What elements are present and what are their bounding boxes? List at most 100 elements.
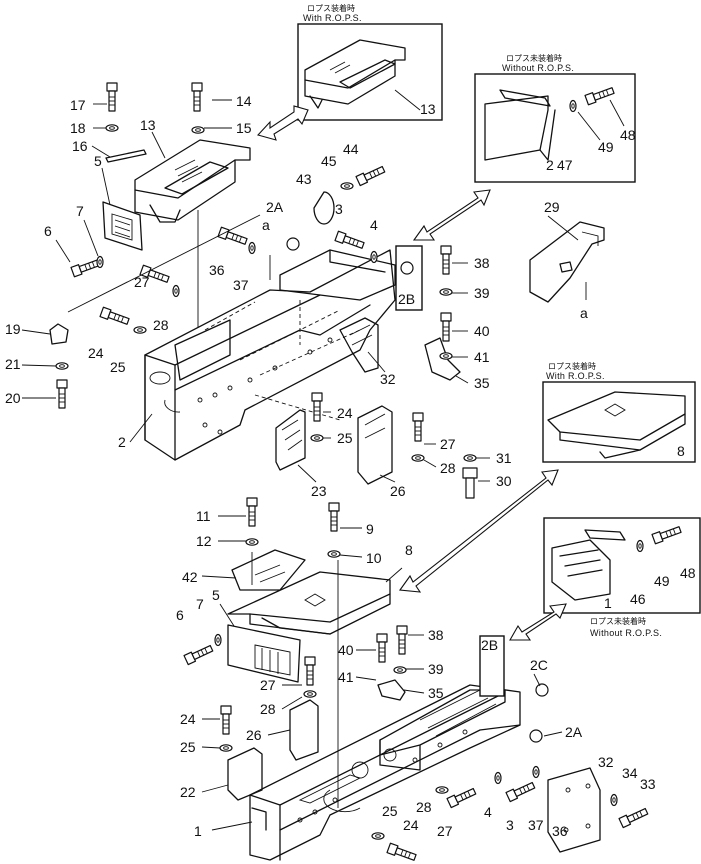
ref-2a-lower: 2A (565, 724, 583, 740)
lower-assembly (227, 549, 601, 861)
callout-25-mid: 25 (337, 430, 353, 446)
callout-45: 45 (321, 153, 337, 169)
callout-29: 29 (544, 199, 560, 215)
callout-25-bottom: 25 (382, 803, 398, 819)
callout-7-lower: 7 (196, 596, 204, 612)
callout-32-upper: 32 (380, 371, 396, 387)
callout-9: 9 (366, 521, 374, 537)
callout-49-inset-2: 49 (654, 573, 670, 589)
callout-28-bottom: 28 (416, 799, 432, 815)
callout-2-inset: 2 (546, 157, 554, 173)
without-rops-note-jp-2: ロプス未装着時 (590, 616, 646, 626)
callout-48-inset: 48 (620, 127, 636, 143)
callout-22: 22 (180, 784, 196, 800)
callout-38-upper: 38 (474, 255, 490, 271)
callout-23: 23 (311, 483, 327, 499)
callout-28-lower: 28 (260, 701, 276, 717)
callout-49-inset: 49 (598, 139, 614, 155)
callout-8: 8 (405, 542, 413, 558)
callout-18: 18 (70, 120, 86, 136)
upper-fasteners (55, 82, 478, 499)
callout-19: 19 (5, 321, 21, 337)
callout-5: 5 (94, 153, 102, 169)
with-rops-inset-middle: ロプス装着時 With R.O.P.S. 8 (542, 361, 696, 463)
callout-37-upper: 37 (233, 277, 249, 293)
callout-21: 21 (5, 356, 21, 372)
callout-3-upper: 3 (335, 201, 343, 217)
with-rops-note-jp-2: ロプス装着時 (548, 361, 596, 371)
without-rops-inset-bottom: ロプス未装着時 Without R.O.P.S. 1 46 49 48 (543, 517, 701, 638)
callout-3-lower: 3 (506, 817, 514, 833)
callouts-upper: 17 18 16 13 14 15 5 7 6 45 44 43 2A a 3 … (5, 93, 588, 499)
callout-27-lower: 27 (260, 677, 276, 693)
callout-24-mid: 24 (337, 405, 353, 421)
callout-7: 7 (76, 203, 84, 219)
callout-46-inset: 46 (630, 591, 646, 607)
callout-24-upper: 24 (88, 345, 104, 361)
callout-42: 42 (182, 569, 198, 585)
callout-25-upper: 25 (110, 359, 126, 375)
callout-13: 13 (140, 117, 156, 133)
callout-27-bottom: 27 (437, 823, 453, 839)
callout-47-inset: 47 (557, 157, 573, 173)
callout-36-lower: 36 (552, 823, 568, 839)
with-rops-note-jp: ロプス装着時 (307, 3, 355, 13)
callout-24-bottom: 24 (403, 817, 419, 833)
callout-6: 6 (44, 223, 52, 239)
callout-25-lower: 25 (180, 739, 196, 755)
upper-assembly (49, 139, 605, 485)
callout-35-upper: 35 (474, 375, 490, 391)
callout-31: 31 (496, 450, 512, 466)
callout-32-lower: 32 (598, 754, 614, 770)
with-rops-note-en: With R.O.P.S. (303, 13, 362, 23)
callout-26-lower: 26 (246, 727, 262, 743)
callout-4-lower: 4 (484, 804, 492, 820)
leader-lines (21, 99, 579, 831)
callout-14: 14 (236, 93, 252, 109)
callout-24-lower: 24 (180, 711, 196, 727)
ref-2c: 2C (530, 657, 548, 673)
callout-20: 20 (5, 390, 21, 406)
without-rops-note-en: Without R.O.P.S. (502, 63, 574, 73)
callout-15: 15 (236, 120, 252, 136)
callout-35-lower: 35 (428, 685, 444, 701)
callout-30: 30 (496, 473, 512, 489)
callout-41-lower: 41 (338, 669, 354, 685)
callout-36-upper: 36 (209, 262, 225, 278)
callout-37-lower: 37 (528, 817, 544, 833)
callout-41-upper: 41 (474, 349, 490, 365)
callout-4-upper: 4 (370, 217, 378, 233)
callout-17: 17 (70, 97, 86, 113)
callout-1: 1 (194, 823, 202, 839)
with-rops-note-en-2: With R.O.P.S. (546, 371, 605, 381)
callout-40-lower: 40 (338, 642, 354, 658)
callout-26-upper: 26 (390, 483, 406, 499)
callout-1-inset: 1 (604, 595, 612, 611)
callout-38-lower: 38 (428, 627, 444, 643)
view-marker-a-right: a (580, 305, 588, 321)
without-rops-note-en-2: Without R.O.P.S. (590, 628, 662, 638)
reference-arrows (256, 105, 567, 641)
callout-11: 11 (196, 508, 211, 524)
without-rops-note-jp: ロプス未装着時 (506, 53, 562, 63)
callout-27-mid: 27 (440, 436, 456, 452)
ref-2b-lower: 2B (481, 637, 498, 653)
callout-6-lower: 6 (176, 607, 184, 623)
callout-39-upper: 39 (474, 285, 490, 301)
callout-34: 34 (622, 765, 638, 781)
callout-8-inset: 8 (677, 443, 685, 459)
callout-39-lower: 39 (428, 661, 444, 677)
callout-10: 10 (366, 550, 382, 566)
callout-40-upper: 40 (474, 323, 490, 339)
callout-33: 33 (640, 776, 656, 792)
callout-12: 12 (196, 533, 212, 549)
with-rops-inset-top: ロプス装着時 With R.O.P.S. 13 (297, 3, 443, 121)
callout-27-upper: 27 (134, 274, 150, 290)
callouts-lower: 11 12 9 10 8 42 5 7 6 2B 2C 38 40 39 41 … (176, 508, 656, 839)
callout-44: 44 (343, 141, 359, 157)
ref-2a-upper: 2A (266, 199, 284, 215)
without-rops-inset-top: ロプス未装着時 Without R.O.P.S. 47 2 49 48 (474, 53, 636, 183)
callout-5-lower: 5 (212, 587, 220, 603)
callout-13-inset: 13 (420, 101, 436, 117)
center-lines (67, 210, 587, 808)
